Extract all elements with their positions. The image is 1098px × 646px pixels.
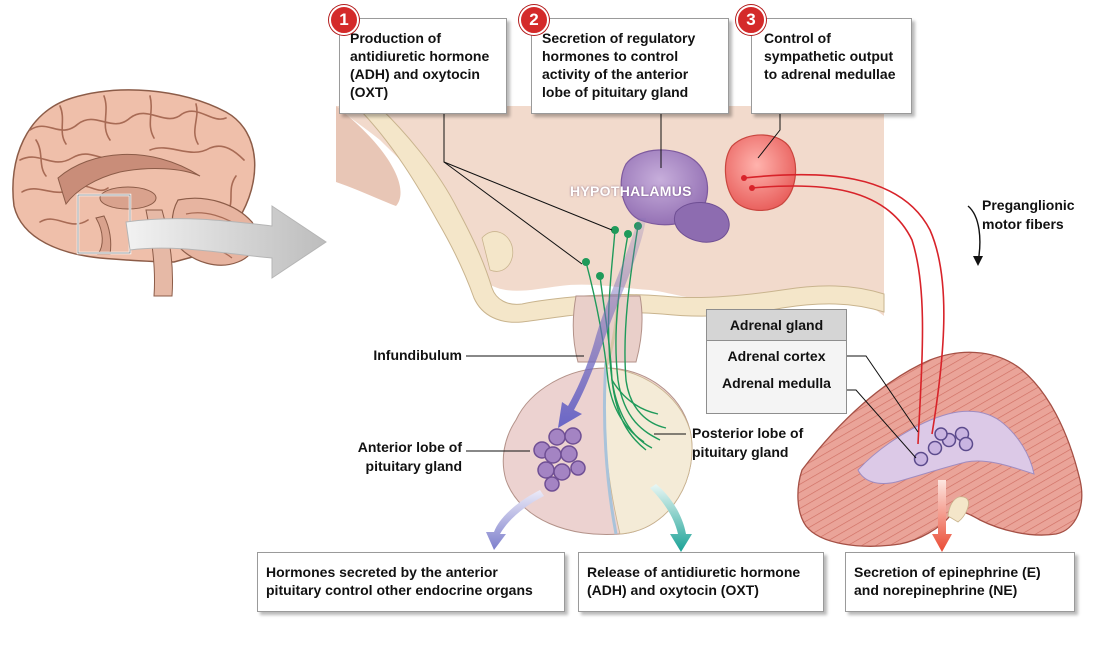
output-anterior-text: Hormones secreted by the anterior pituit…: [266, 564, 533, 598]
preganglionic-arrow-icon: [967, 205, 981, 263]
step-3-box: Control of sympathetic output to adrenal…: [751, 18, 912, 114]
output-anterior-box: Hormones secreted by the anterior pituit…: [257, 552, 565, 612]
step-3-badge: 3: [736, 5, 766, 35]
output-adrenal-text: Secretion of epinephrine (E) and norepin…: [854, 564, 1041, 598]
adrenal-gland-legend: Adrenal gland Adrenal cortex Adrenal med…: [706, 309, 847, 414]
step-3-text: Control of sympathetic output to adrenal…: [764, 30, 896, 82]
step-2-box: Secretion of regulatory hormones to cont…: [531, 18, 729, 114]
red-nucleus-icon: [724, 134, 797, 211]
brain-sagittal-icon: [12, 89, 257, 297]
posterior-lobe-label: Posterior lobe of pituitary gland: [692, 425, 804, 460]
step-2-badge: 2: [519, 5, 549, 35]
infundibulum-arrow-icon: [558, 218, 646, 428]
preganglionic-fibers: [743, 173, 945, 445]
output-posterior-text: Release of antidiuretic hormone (ADH) an…: [587, 564, 801, 598]
adrenal-gland-icon: [797, 351, 1083, 547]
step-2-text: Secretion of regulatory hormones to cont…: [542, 30, 696, 100]
preganglionic-label: Preganglionic motor fibers: [982, 197, 1075, 232]
legend-medulla: Adrenal medulla: [722, 375, 831, 391]
zoom-arrow-icon: [125, 205, 327, 279]
adrenal-output-arrow-icon: [932, 480, 952, 552]
output-posterior-box: Release of antidiuretic hormone (ADH) an…: [578, 552, 824, 612]
step-1-text: Production of antidiuretic hormone (ADH)…: [350, 30, 490, 100]
step-1-badge: 1: [329, 5, 359, 35]
posterior-output-arrow-icon: [650, 484, 692, 552]
hypothalamus-label: HYPOTHALAMUS: [570, 183, 692, 199]
infundibulum-label: Infundibulum: [373, 347, 462, 363]
legend-cortex: Adrenal cortex: [727, 348, 826, 364]
anterior-lobe-label: Anterior lobe of pituitary gland: [357, 439, 462, 474]
step-1-box: Production of antidiuretic hormone (ADH)…: [339, 18, 507, 114]
output-adrenal-box: Secretion of epinephrine (E) and norepin…: [845, 552, 1075, 612]
anterior-cells-icon: [533, 427, 586, 492]
anterior-output-arrow-icon: [486, 490, 544, 550]
legend-title: Adrenal gland: [707, 310, 846, 341]
